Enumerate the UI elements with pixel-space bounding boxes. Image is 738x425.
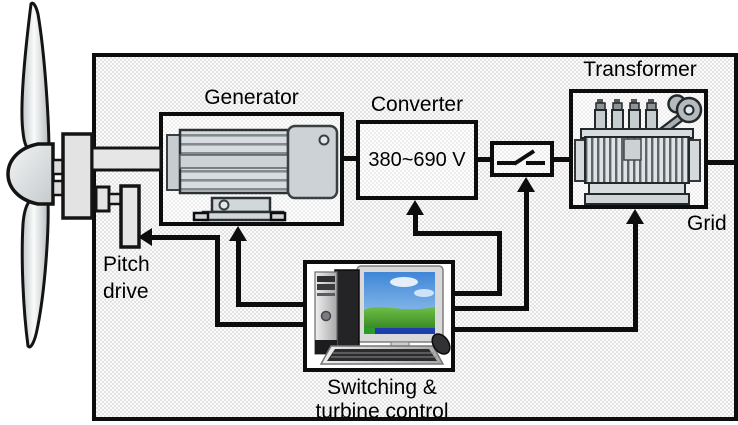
control-line-switch <box>524 190 529 311</box>
converter-label: Converter <box>370 93 464 116</box>
pitch-drive-icon <box>119 184 141 249</box>
controller-label: Switching & turbine control <box>297 376 467 424</box>
link-switch-transformer <box>553 157 570 162</box>
control-line-converter <box>413 231 502 236</box>
control-line-pitch <box>151 235 219 240</box>
control-line-converter <box>497 231 502 296</box>
transformer-label: Transformer <box>583 58 697 81</box>
controller-label-line1: Switching & <box>327 376 437 399</box>
control-line-pitch <box>215 322 307 327</box>
turbine-hub-nose <box>6 142 55 206</box>
switch-icon <box>497 149 545 166</box>
control-line-generator <box>236 302 307 307</box>
wind-turbine-icon <box>6 1 163 349</box>
arrow-into-transformer-icon <box>626 209 644 224</box>
arrow-into-generator-icon <box>229 226 247 241</box>
pitch-drive-label-line1: Pitch <box>103 253 150 276</box>
pitch-shaft-block <box>94 185 111 213</box>
control-line-transformer <box>452 327 638 332</box>
control-computer-box <box>303 260 455 372</box>
control-line-transformer <box>633 222 638 332</box>
switch-box <box>490 141 554 177</box>
link-converter-switch <box>477 157 491 162</box>
control-line-generator <box>236 240 241 307</box>
converter-voltage-label: 380~690 V <box>368 148 466 171</box>
main-shaft <box>90 146 163 172</box>
generator-motor-icon <box>166 124 339 222</box>
control-line-pitch <box>215 235 220 327</box>
hub-block <box>61 132 94 220</box>
control-line-switch <box>452 306 529 311</box>
control-line-converter <box>452 291 502 296</box>
arrow-into-converter-icon <box>406 200 424 215</box>
controller-label-line2: turbine control <box>315 400 449 424</box>
pitch-coupling <box>107 192 123 206</box>
control-line-converter <box>413 213 418 235</box>
grid-line <box>707 160 734 165</box>
turbine-blade-upper <box>20 1 51 155</box>
arrow-into-pitch-drive-icon <box>138 228 152 246</box>
converter-box: 380~690 V <box>356 120 478 200</box>
control-computer-icon <box>314 265 451 365</box>
pitch-drive-label: Pitch drive <box>103 251 150 306</box>
pitch-drive-label-line2: drive <box>103 280 149 304</box>
arrow-into-switch-icon <box>517 177 535 192</box>
generator-box <box>159 112 344 226</box>
generator-label: Generator <box>204 86 299 109</box>
bushings <box>594 99 658 131</box>
grid-label: Grid <box>687 212 727 235</box>
transformer-icon <box>574 94 703 205</box>
link-generator-converter <box>344 156 358 161</box>
turbine-blade-lower <box>20 198 50 349</box>
transformer-box <box>569 89 708 209</box>
